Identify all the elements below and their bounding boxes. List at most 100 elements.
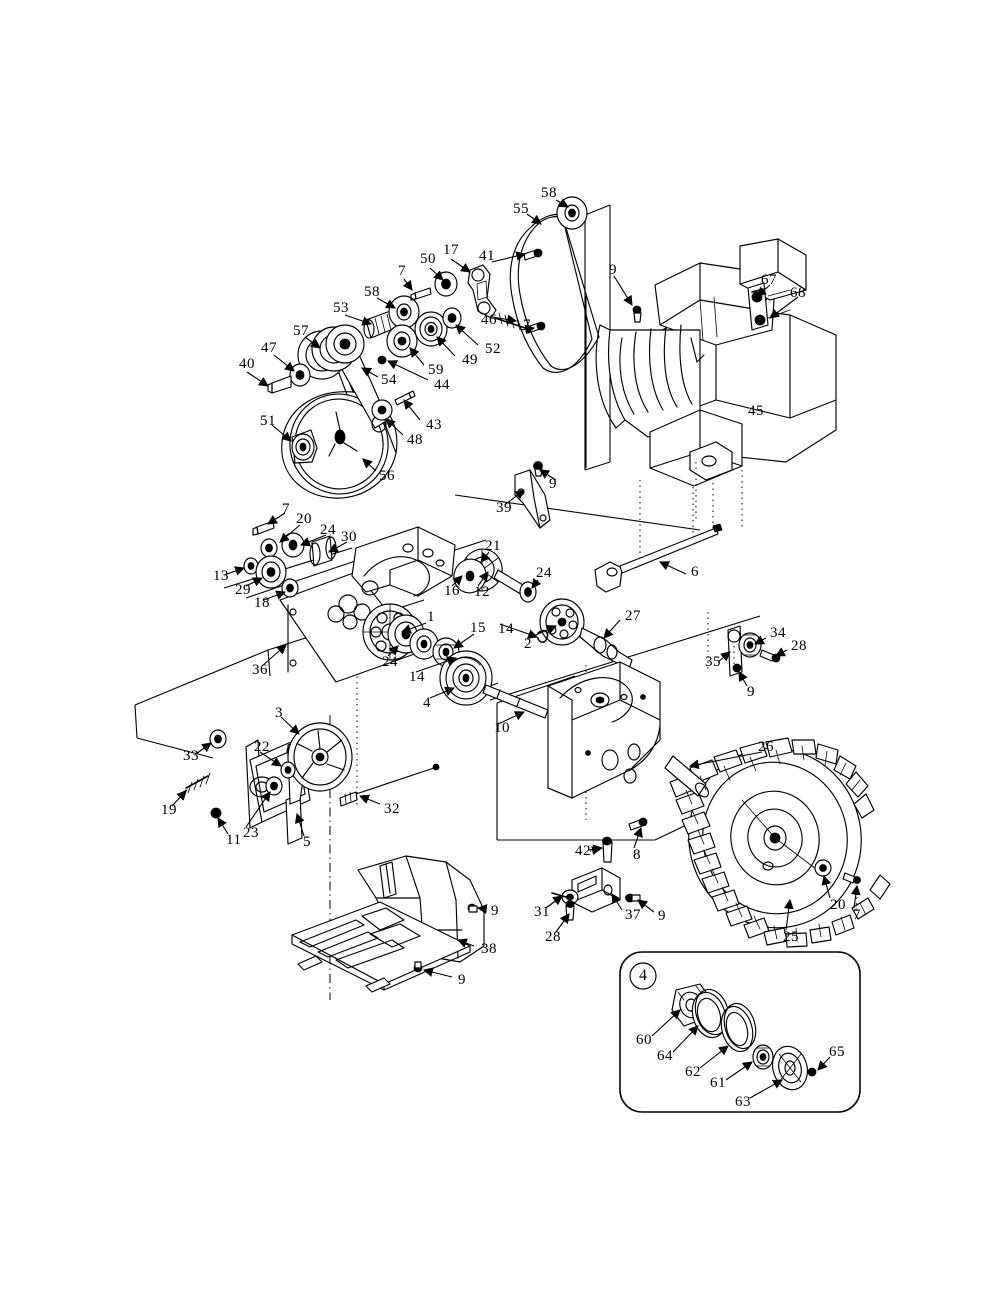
callout-13: 13: [213, 568, 229, 584]
callout-15: 15: [470, 620, 486, 636]
callout-27: 27: [625, 608, 641, 624]
wheel-assembly-25: [664, 737, 891, 948]
callout-64: 64: [657, 1048, 673, 1064]
callout-53: 53: [333, 300, 349, 316]
scraper-housing-38: [291, 855, 485, 993]
callout-11: 11: [226, 832, 242, 848]
callout-10: 10: [494, 720, 510, 736]
callout-20-right: 20: [830, 897, 846, 913]
bolt-41: [523, 248, 543, 261]
callout-24-c: 24: [382, 654, 398, 670]
callout-49: 49: [462, 352, 478, 368]
washer-20-right: [814, 859, 832, 877]
washer-58-top: [556, 196, 588, 230]
callout-56: 56: [379, 468, 395, 484]
callout-8: 8: [633, 847, 641, 863]
callout-22: 22: [254, 739, 270, 755]
bearing-34: [738, 632, 762, 658]
bearing-29: [255, 555, 287, 589]
callout-48: 48: [407, 432, 423, 448]
callout-36: 36: [252, 662, 268, 678]
callout-45: 45: [748, 403, 764, 419]
part-63: [771, 1045, 809, 1091]
callout-40: 40: [239, 356, 255, 372]
callout-7-right: 7: [523, 317, 531, 333]
large-pulley: [289, 393, 389, 495]
pulley-belt-assembly: [267, 196, 600, 499]
callout-58-left: 58: [364, 284, 380, 300]
callout-60: 60: [636, 1032, 652, 1048]
bevel-gear-21: [453, 548, 503, 594]
callout-37: 37: [625, 907, 641, 923]
inset-badge-number: 4: [639, 967, 648, 984]
callout-5: 5: [303, 834, 311, 850]
pulley-44: [386, 324, 418, 358]
callout-17: 17: [443, 242, 459, 258]
callout-47: 47: [261, 340, 277, 356]
part-61: [752, 1044, 774, 1070]
hub-51: [291, 429, 318, 464]
callout-68: 68: [790, 285, 806, 301]
callout-52: 52: [485, 341, 501, 357]
nut-11: [210, 807, 222, 819]
bolt-8: [628, 817, 648, 831]
callout-9-bearing: 9: [747, 684, 755, 700]
callout-42: 42: [575, 843, 591, 859]
callout-43: 43: [426, 417, 442, 433]
callout-39: 39: [496, 500, 512, 516]
callout-50: 50: [420, 251, 436, 267]
callout-12: 12: [474, 584, 490, 600]
axle-shaft-10: [482, 684, 549, 719]
bolt-9-bracket: [533, 461, 543, 477]
bolt-7-wheel: [842, 872, 861, 884]
callout-26: 26: [758, 739, 774, 755]
bolt-40: [267, 375, 292, 394]
callout-9-scraper: 9: [491, 903, 499, 919]
callout-31: 31: [534, 904, 550, 920]
callout-30: 30: [341, 529, 357, 545]
nut-59: [377, 355, 387, 365]
wheel-hub-26: [664, 755, 709, 798]
bolt-7-mid: [256, 520, 275, 535]
callout-7-wheel: 7: [853, 907, 861, 923]
callout-35: 35: [705, 654, 721, 670]
inset-detail-box: [619, 951, 861, 1113]
callout-34: 34: [770, 625, 786, 641]
callout-65: 65: [829, 1044, 845, 1060]
bolt-9-scraper-bottom: [413, 961, 423, 973]
gearbox-bracket: [327, 526, 456, 630]
part-65: [807, 1067, 817, 1077]
callout-58-top: 58: [541, 185, 557, 201]
callout-41: 41: [479, 248, 495, 264]
bolt-7-upper: [410, 287, 432, 301]
bolt-42: [602, 836, 613, 863]
screw-43: [394, 390, 416, 406]
sprocket-cluster-1: [362, 603, 439, 661]
bolt-9-scraper-right: [467, 903, 478, 913]
callout-25: 25: [783, 929, 799, 945]
callout-9-base: 9: [458, 972, 466, 988]
callout-24-b: 24: [536, 565, 552, 581]
callout-51: 51: [260, 413, 276, 429]
part-64: [691, 988, 730, 1039]
callout-14-a: 14: [498, 621, 514, 637]
callout-4: 4: [423, 695, 431, 711]
callout-59: 59: [428, 362, 444, 378]
pulley-4: [439, 650, 493, 706]
gearcase-right: [547, 625, 781, 799]
nut-33: [209, 729, 227, 749]
spring-19: [182, 772, 211, 794]
idler-pulley-3: [287, 722, 353, 792]
callout-28-right: 28: [791, 638, 807, 654]
idler-bracket-17: [467, 264, 497, 319]
callout-21: 21: [485, 538, 501, 554]
callout-6: 6: [691, 564, 699, 580]
collar-52: [442, 307, 462, 329]
callout-18: 18: [254, 595, 270, 611]
callout-9-switch: 9: [658, 908, 666, 924]
callout-7-upper: 7: [398, 263, 406, 279]
retainer-clip-14b: [537, 630, 549, 643]
idler-assembly-left: [182, 722, 440, 845]
